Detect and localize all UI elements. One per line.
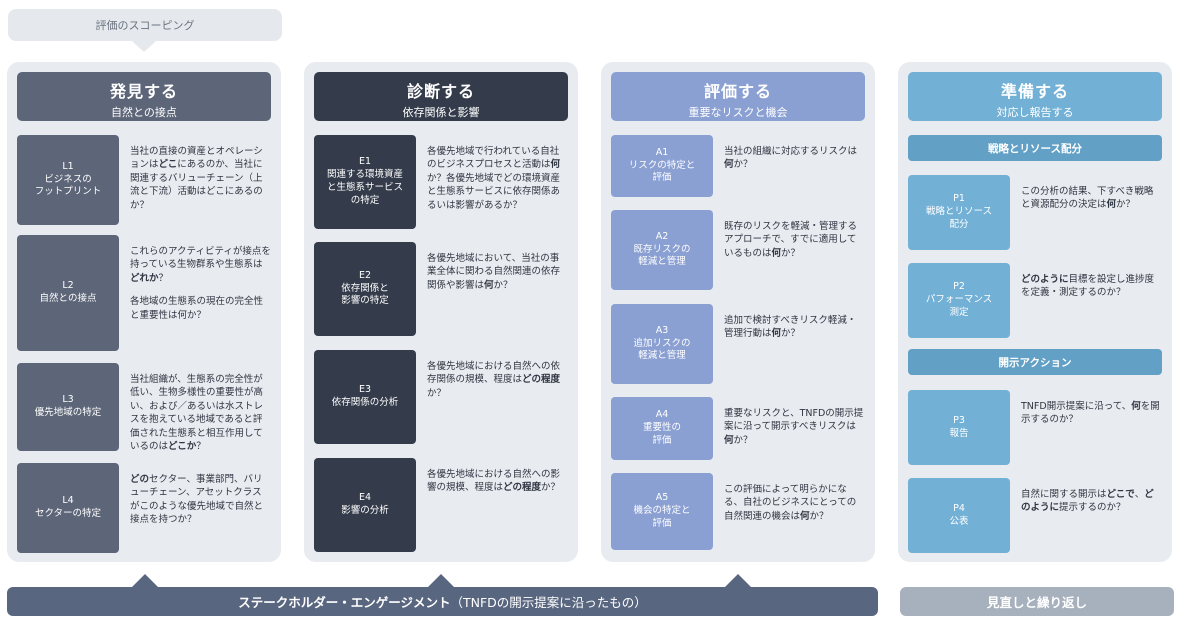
step-box-l1: L1 ビジネスの フットプリント: [17, 135, 119, 225]
column-title: 準備する: [1000, 82, 1069, 101]
column-subtitle: 対応し報告する: [996, 106, 1074, 119]
scoping-label: 評価のスコーピング: [95, 19, 195, 32]
step-box-l2: L2 自然との接点: [17, 235, 119, 351]
step-description-p1: この分析の結果、下すべき戦略と資源配分の決定は何か？: [1021, 186, 1154, 211]
step-box-a2: A2 既存リスクの 軽減と管理: [611, 210, 713, 290]
scoping-pointer: [132, 41, 156, 52]
step-description-p4: 自然に関する開示はどこで、どのように提示するのか？: [1021, 489, 1154, 514]
engagement-pointer-3: [725, 574, 751, 587]
step-description-l4: どのセクター、事業部門、バリューチェーン、アセットクラスがこのような優先地域で自…: [130, 474, 264, 526]
step-description-p3: TNFD開示提案に沿って、何を開示するのか？: [1021, 401, 1160, 426]
column-title: 発見する: [109, 82, 178, 101]
scoping-tag: 評価のスコーピング: [8, 9, 282, 41]
step-description-a4: 重要なリスクと、TNFDの開示提案に沿って開示すべきリスクは何か？: [724, 408, 864, 446]
step-description-e2: 各優先地域において、当社の事業全体に関わる自然関連の依存関係や影響は何か？: [427, 253, 561, 291]
engagement-main-label: ステークホルダー・エンゲージメント: [238, 595, 451, 610]
step-description-a1: 当社の組織に対応するリスクは何か？: [724, 146, 858, 171]
review-label: 見直しと繰り返し: [986, 595, 1087, 610]
step-box-a4: A4 重要性の 評価: [611, 397, 713, 460]
step-description-a2: 既存のリスクを軽減・管理するアプローチで、すでに適用しているものは何か？: [724, 221, 858, 259]
step-box-e2: E2 依存関係と 影響の特定: [314, 242, 416, 336]
subsection-header: 開示アクション: [908, 349, 1162, 375]
step-description-l2: これらのアクティビティが接点を持っている生物群系や生態系はどれか？各地域の生態系…: [130, 246, 271, 321]
stakeholder-engagement-bar: ステークホルダー・エンゲージメント （TNFDの開示提案に沿ったもの）: [7, 587, 878, 616]
engagement-pointer-1: [132, 574, 158, 587]
step-box-l4: L4 セクターの特定: [17, 463, 119, 553]
step-box-a3: A3 追加リスクの 軽減と管理: [611, 304, 713, 384]
column-header: 評価する重要なリスクと機会: [611, 72, 865, 121]
column-title: 診断する: [406, 82, 475, 101]
step-description-e1: 各優先地域で行われている自社のビジネスプロセスと活動は何か？各優先地域でどの環境…: [427, 146, 561, 211]
column-header: 準備する対応し報告する: [908, 72, 1162, 121]
column-title: 評価する: [703, 82, 772, 101]
step-box-a5: A5 機会の特定と 評価: [611, 473, 713, 550]
column-subtitle: 自然との接点: [111, 106, 177, 119]
column-subtitle: 依存関係と影響: [402, 106, 480, 119]
step-box-p2: P2 パフォーマンス 測定: [908, 263, 1010, 338]
step-box-e1: E1 関連する環境資産 と生態系サービス の特定: [314, 135, 416, 229]
column-panel-3: 評価する重要なリスクと機会 A1 リスクの特定と 評価当社の組織に対応するリスクは…: [601, 62, 875, 562]
step-description-e3: 各優先地域における自然への依存関係の規模、程度はどの程度か？: [427, 361, 561, 399]
step-box-e4: E4 影響の分析: [314, 458, 416, 552]
step-description-p2: どのように目標を設定し進捗度を定義・測定するのか？: [1021, 274, 1155, 299]
step-description-a5: この評価によって明らかになる、自社のビジネスにとっての自然関連の機会は何か？: [724, 484, 857, 522]
step-box-l3: L3 優先地域の特定: [17, 363, 119, 451]
column-header: 発見する自然との接点: [17, 72, 271, 121]
step-box-p3: P3 報告: [908, 390, 1010, 465]
step-box-e3: E3 依存関係の分析: [314, 350, 416, 444]
step-box-a1: A1 リスクの特定と 評価: [611, 135, 713, 197]
step-box-p1: P1 戦略とリソース 配分: [908, 175, 1010, 250]
step-description-l1: 当社の直接の資産とオペレーションはどこにあるのか、当社に関連するバリューチェーン…: [130, 146, 263, 211]
column-panel-1: 発見する自然との接点 L1 ビジネスの フットプリント当社の直接の資産とオペレーシ…: [7, 62, 281, 562]
step-description-l3: 当社組織が、生態系の完全性が低い、生物多様性の重要性が高い、および／あるいは水ス…: [130, 374, 264, 453]
review-repeat-bar: 見直しと繰り返し: [900, 587, 1174, 616]
column-header: 診断する依存関係と影響: [314, 72, 568, 121]
step-description-e4: 各優先地域における自然への影響の規模、程度はどの程度か？: [427, 469, 561, 494]
engagement-pointer-2: [428, 574, 454, 587]
step-box-p4: P4 公表: [908, 478, 1010, 553]
subsection-header: 戦略とリソース配分: [908, 135, 1162, 161]
column-panel-4: 準備する対応し報告する戦略とリソース配分開示アクション P1 戦略とリソース 配分…: [898, 62, 1172, 562]
step-description-a3: 追加で検討すべきリスク軽減・管理行動は何か？: [724, 315, 857, 340]
column-subtitle: 重要なリスクと機会: [688, 106, 788, 119]
engagement-note-label: （TNFDの開示提案に沿ったもの）: [450, 595, 647, 610]
